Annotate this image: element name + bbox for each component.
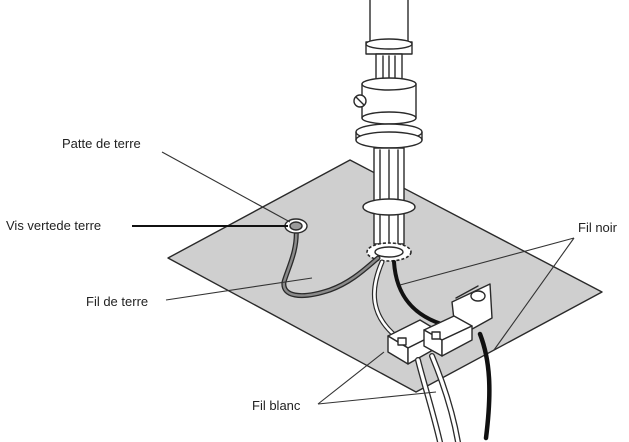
leader-lines bbox=[132, 151, 575, 405]
wires bbox=[281, 225, 450, 341]
mounting-plate bbox=[167, 159, 603, 393]
label-fil-blanc: Fil blanc bbox=[252, 398, 301, 413]
leader-fil-de-terre bbox=[165, 277, 313, 301]
labels: Patte de terre Vis vertede terre Fil de … bbox=[6, 136, 618, 413]
label-fil-noir: Fil noir bbox=[578, 220, 618, 235]
leader-fil-noir-b bbox=[493, 237, 575, 351]
leader-fil-blanc-b bbox=[317, 391, 437, 405]
toothed-washer-icon bbox=[366, 242, 412, 262]
set-screw-icon bbox=[353, 94, 367, 108]
label-fil-de-terre: Fil de terre bbox=[86, 294, 148, 309]
ground-screw-icon bbox=[284, 218, 308, 234]
terminal-block bbox=[387, 283, 493, 365]
fixture-stem bbox=[353, 0, 423, 262]
label-patte-de-terre: Patte de terre bbox=[62, 136, 141, 151]
leader-fil-noir-a bbox=[399, 237, 575, 286]
supply-wires bbox=[415, 331, 492, 442]
leader-fil-blanc-a bbox=[317, 351, 385, 405]
leader-patte-de-terre bbox=[161, 151, 291, 223]
label-vis-verte: Vis vertede terre bbox=[6, 218, 101, 233]
